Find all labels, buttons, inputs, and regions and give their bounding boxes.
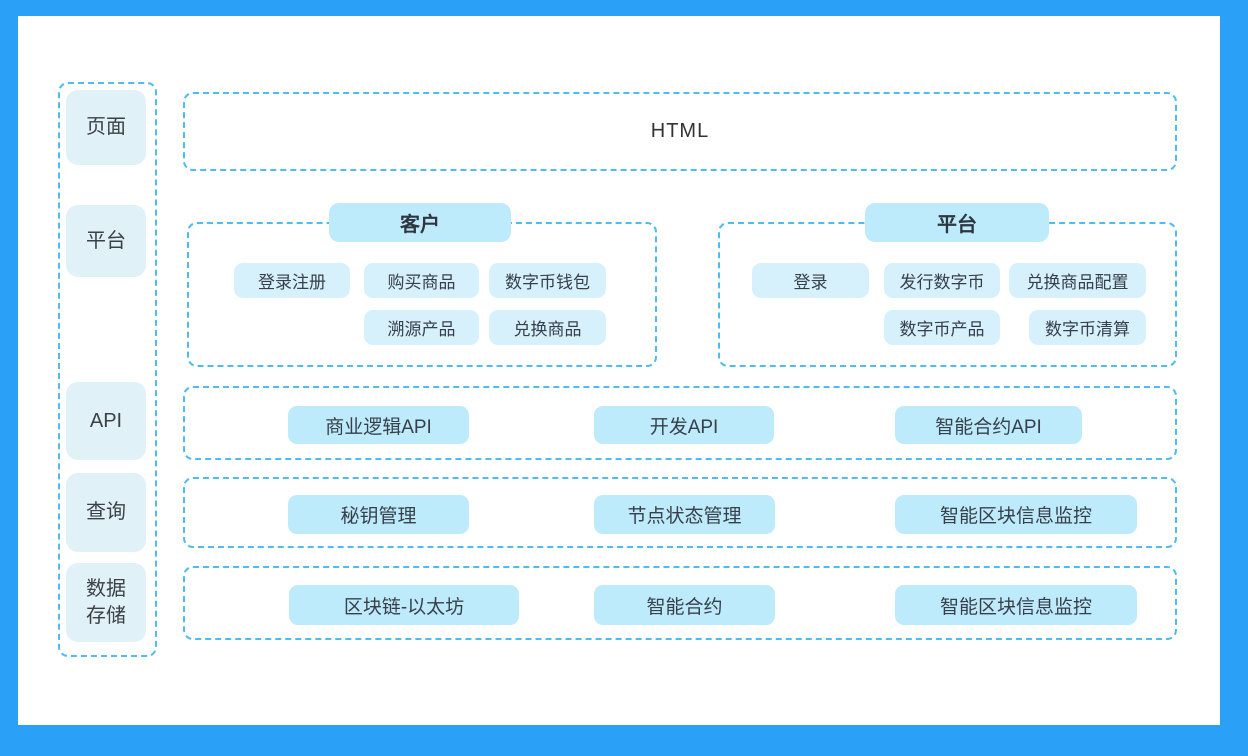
sidebar-item-label: 页面 (86, 116, 126, 138)
sidebar-item-label: 查询 (86, 501, 126, 523)
pill-smart-contract-api: 智能合约API (895, 406, 1082, 444)
pill-node-status-management: 节点状态管理 (594, 495, 775, 534)
pill-key-management: 秘钥管理 (288, 495, 469, 534)
client-group-header: 客户 (329, 203, 511, 242)
diagram-canvas: 页面 平台 API 查询 数据存储 HTML 客户 登录注册 购买商品 数字币钱… (18, 16, 1220, 725)
client-group-box: 客户 登录注册 购买商品 数字币钱包 溯源产品 兑换商品 (187, 203, 657, 367)
storage-layer-box: 区块链-以太坊 智能合约 智能区块信息监控 (183, 566, 1177, 640)
api-layer-box: 商业逻辑API 开发API 智能合约API (183, 386, 1177, 460)
sidebar-item-label: 数据存储 (86, 577, 126, 627)
pill-business-logic-api: 商业逻辑API (288, 406, 469, 444)
sidebar-item-page: 页面 (66, 90, 146, 165)
pill-digital-wallet: 数字币钱包 (489, 263, 606, 298)
client-group-header-label: 客户 (400, 214, 440, 236)
query-layer-box: 秘钥管理 节点状态管理 智能区块信息监控 (183, 477, 1177, 548)
pill-trace-product: 溯源产品 (364, 310, 479, 345)
pill-issue-digital-currency: 发行数字币 (884, 263, 1000, 298)
sidebar-item-api: API (66, 382, 146, 460)
pill-login-register: 登录注册 (234, 263, 350, 298)
pill-smart-block-info-monitor-2: 智能区块信息监控 (895, 585, 1137, 625)
html-layer-box: HTML (183, 92, 1177, 171)
pill-login: 登录 (752, 263, 869, 298)
sidebar-item-storage: 数据存储 (66, 563, 146, 642)
pill-exchange-goods: 兑换商品 (489, 310, 606, 345)
sidebar-item-label: 平台 (86, 229, 126, 252)
platform-group-box: 平台 登录 发行数字币 兑换商品配置 数字币产品 数字币清算 (718, 203, 1177, 367)
pill-digital-currency-clearing: 数字币清算 (1029, 310, 1146, 345)
pill-smart-block-info-monitor: 智能区块信息监控 (895, 495, 1137, 534)
sidebar (58, 82, 157, 657)
pill-dev-api: 开发API (594, 406, 774, 444)
pill-digital-currency-product: 数字币产品 (884, 310, 1000, 345)
sidebar-item-platform: 平台 (66, 205, 146, 277)
sidebar-item-label: API (89, 409, 123, 432)
html-layer-label: HTML (650, 120, 710, 142)
platform-group-header-label: 平台 (937, 214, 977, 236)
pill-blockchain-ethereum: 区块链-以太坊 (289, 585, 519, 625)
pill-smart-contract: 智能合约 (594, 585, 775, 625)
pill-buy-goods: 购买商品 (364, 263, 479, 298)
sidebar-item-query: 查询 (66, 473, 146, 552)
pill-exchange-goods-config: 兑换商品配置 (1009, 263, 1146, 298)
platform-group-header: 平台 (865, 203, 1049, 242)
